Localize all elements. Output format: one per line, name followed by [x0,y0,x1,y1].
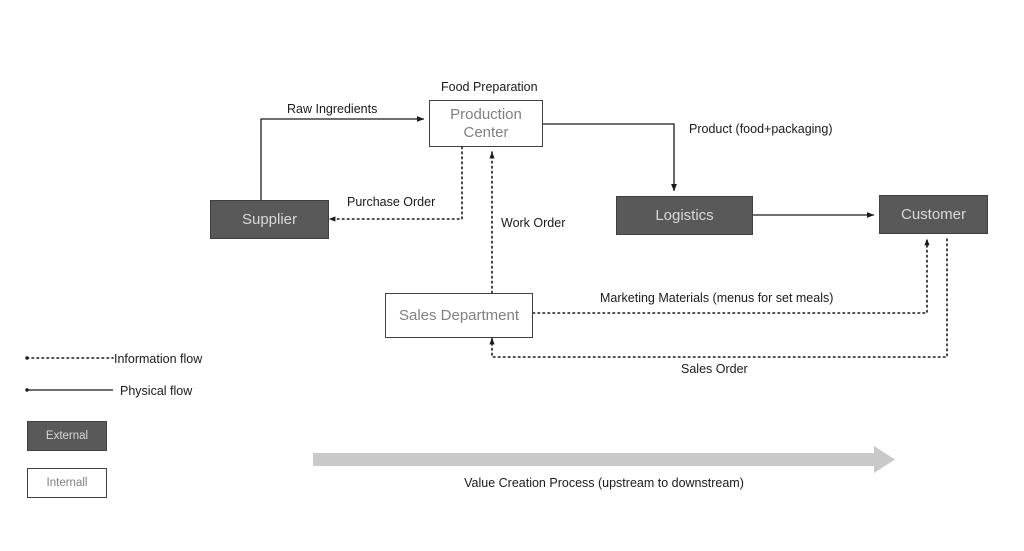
edge-raw-ingredients [260,116,425,200]
legend-label-information-flow: Information flow [114,352,203,366]
legend-swatch-external-label: External [45,430,89,442]
legend-swatch-external: External [27,421,107,451]
edge-product [543,123,677,192]
edge-label-marketing-materials: Marketing Materials (menus for set meals… [600,291,834,305]
node-logistics[interactable]: Logistics [616,196,753,235]
edge-purchase-order [328,146,463,222]
edge-label-purchase-order: Purchase Order [347,195,436,209]
edge-sales-order [489,238,948,358]
node-customer-label: Customer [900,205,967,223]
edge-marketing-materials [532,238,930,314]
node-customer[interactable]: Customer [879,195,988,234]
node-logistics-label: Logistics [655,206,714,224]
legend-swatch-internal-label: Internall [46,477,88,489]
edge-label-sales-order: Sales Order [681,362,748,376]
edge-label-work-order: Work Order [501,216,566,230]
node-sales-department[interactable]: Sales Department [385,293,533,338]
node-supplier[interactable]: Supplier [210,200,329,239]
legend-swatch-internal: Internall [27,468,107,498]
edge-label-product: Product (food+packaging) [689,122,833,136]
value-creation-process-label: Value Creation Process (upstream to down… [464,476,744,490]
node-supplier-label: Supplier [241,210,298,228]
edge-label-raw-ingredients: Raw Ingredients [287,102,378,116]
node-sales-department-label: Sales Department [398,306,520,324]
value-creation-arrow [313,446,895,473]
legend-label-physical-flow: Physical flow [120,384,193,398]
caption-food-preparation: Food Preparation [441,80,538,94]
